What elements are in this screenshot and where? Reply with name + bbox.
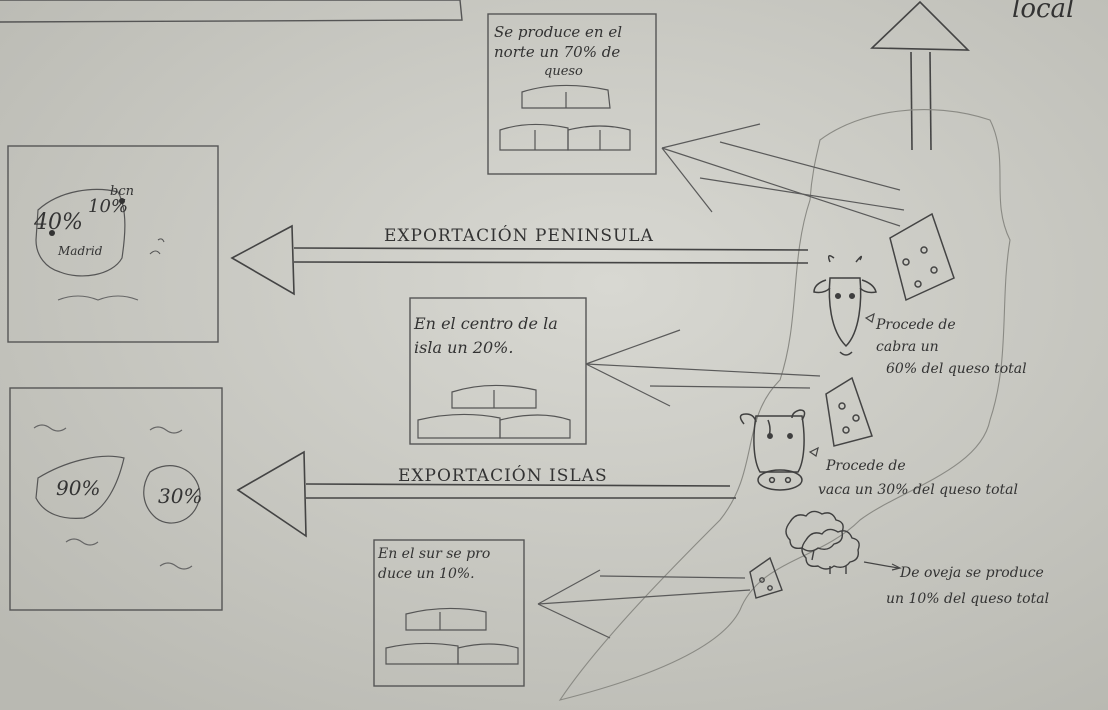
cheese-wedge-small [749,556,783,599]
peninsula-export-arrow [230,224,809,296]
tenerife-outline [35,455,125,519]
peninsula-outline [35,188,126,277]
bcn-label: bcn [110,184,134,199]
cheese-wheels-south [385,607,519,665]
goat-caption: Procede de cabra un 60% del queso total [876,314,1027,380]
islas-export-arrow [236,450,736,538]
sheep-caption-1: De oveja se produce [900,565,1044,581]
goat-drawing [813,255,877,356]
north-box-text: Se produce en el norte un 70% de queso [494,22,654,82]
goat-caption-2: cabra un [876,339,939,355]
center-line-1: En el centro de la [414,314,558,333]
gran-canaria-outline [143,465,201,524]
cheese-wheels-center [417,384,571,439]
south-box-text: En el sur se pro duce un 10%. [378,544,524,584]
label-pointers [808,312,902,571]
north-line-1: Se produce en el [494,23,623,41]
goat-caption-1: Procede de [876,317,956,333]
other-island-percent: 30% [158,484,203,508]
peninsula-export-label: EXPORTACIÓN PENINSULA [384,226,654,246]
center-box [409,297,587,445]
peninsula-map-box [7,145,219,343]
bcn-dot [119,198,125,204]
north-line-3: queso [544,64,583,79]
sheep-caption: De oveja se produce un 10% del queso tot… [886,560,1049,612]
tenerife-percent: 90% [56,476,101,500]
sea-wave [57,295,139,301]
cheese-wheels-north [499,84,631,151]
local-label: local [1012,0,1075,24]
madrid-dot [49,230,55,236]
center-box-text: En el centro de la isla un 20%. [414,312,584,360]
island-contour [558,109,1011,701]
converging-lines [537,123,905,639]
south-box [373,539,525,687]
sheep-drawing [785,510,860,574]
sea-waves-islands [33,424,193,570]
cow-caption-1: Procede de [826,458,906,474]
cheese-wedge-large [889,212,955,302]
madrid-percent: 40% [34,210,83,235]
cow-drawing [739,409,806,491]
north-line-2: norte un 70% de [494,43,621,61]
sheep-caption-2: un 10% del queso total [886,591,1050,607]
center-line-2: isla un 20%. [414,338,514,357]
bcn-percent: 10% [88,196,129,217]
north-box [487,13,657,175]
cow-caption-2: vaca un 30% del queso total [818,482,1018,498]
south-line-1: En el sur se pro [378,546,491,562]
islands-map-box [9,387,223,611]
title-box-fragment [0,0,463,23]
madrid-label: Madrid [58,244,103,258]
cow-caption: Procede de vaca un 30% del queso total [818,454,1018,502]
balearic-islands [149,238,165,255]
local-arrow [870,0,970,151]
islas-export-label: EXPORTACIÓN ISLAS [398,466,608,486]
cheese-wedge-medium [825,376,873,447]
goat-caption-3: 60% del queso total [886,361,1027,377]
south-line-2: duce un 10%. [378,566,475,582]
